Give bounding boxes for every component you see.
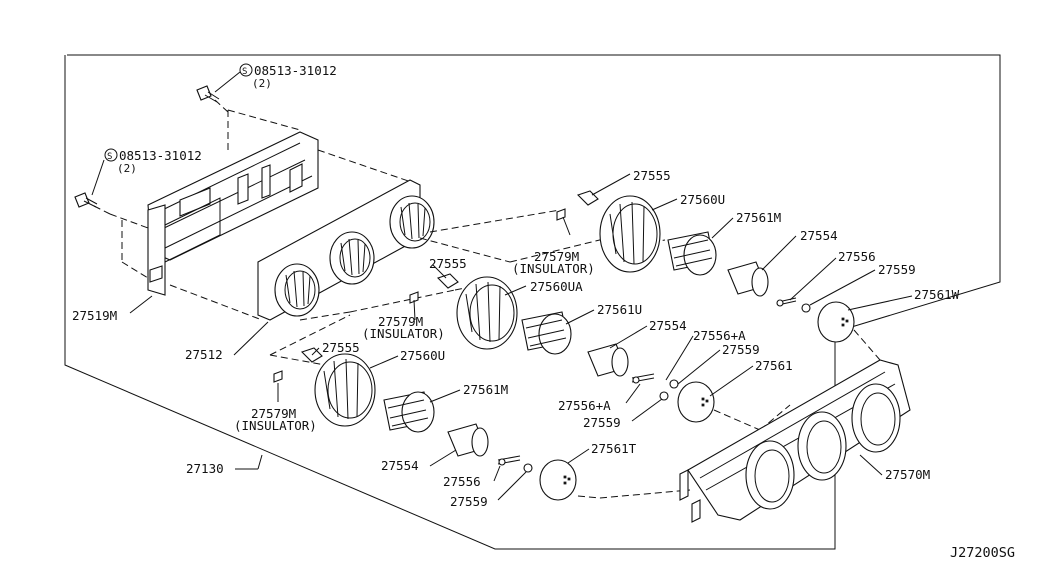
housing-27512 xyxy=(257,179,435,321)
knob-right xyxy=(667,231,717,276)
ring-left xyxy=(314,353,376,427)
diagram-code: J27200SG xyxy=(950,545,1015,561)
label-holder-mid: 27554 xyxy=(649,318,687,333)
label-ring-left: 27560U xyxy=(400,348,445,363)
screw-left xyxy=(74,192,111,215)
label-bracket: 27519M xyxy=(72,308,117,323)
insulator-left xyxy=(273,370,283,383)
label-knob-mid: 27561U xyxy=(597,302,642,317)
screw-top xyxy=(196,85,229,113)
label-spring-mid-a: 27556+A xyxy=(693,328,746,343)
panel-27570m xyxy=(679,359,911,523)
label-cap-left: 27561T xyxy=(591,441,637,456)
holder-mid xyxy=(587,343,629,377)
label-cap-right: 27561W xyxy=(914,287,960,302)
holder-left xyxy=(447,423,489,457)
knob-left xyxy=(383,391,435,433)
clip-mid xyxy=(436,273,459,289)
spring-right xyxy=(776,297,797,307)
ring-mid xyxy=(456,276,518,350)
label-ring-right: 27560U xyxy=(680,192,725,207)
cap-left xyxy=(539,459,577,501)
label-insulator-mid: 27579M xyxy=(378,314,423,329)
bracket-27519m xyxy=(147,131,319,296)
label-panel: 27570M xyxy=(885,467,930,482)
label-spring-right: 27556 xyxy=(838,249,876,264)
label-holder-left: 27554 xyxy=(381,458,419,473)
spring-mid xyxy=(631,373,655,384)
label-ball-right: 27559 xyxy=(878,262,916,277)
leader-lines xyxy=(91,71,913,501)
label-spring-left: 27556 xyxy=(443,474,481,489)
ball-mid-a xyxy=(669,379,679,389)
ring-right xyxy=(599,195,661,273)
screw-top-quantity: (2) xyxy=(252,77,272,90)
holder-right xyxy=(727,261,769,297)
ball-mid-b xyxy=(659,391,669,401)
label-insulator-mid-note: (INSULATOR) xyxy=(362,326,445,341)
insulator-mid xyxy=(409,291,419,304)
label-ball-mid-a: 27559 xyxy=(722,342,760,357)
screw-left-symbol: S xyxy=(107,152,112,162)
label-holder-right: 27554 xyxy=(800,228,838,243)
label-insulator-right-note: (INSULATOR) xyxy=(512,261,595,276)
label-ball-left: 27559 xyxy=(450,494,488,509)
screw-left-part-number: 08513-31012 xyxy=(119,148,202,163)
label-ring-mid: 27560UA xyxy=(530,279,583,294)
label-ball-mid-b: 27559 xyxy=(583,415,621,430)
screw-top-part-number: 08513-31012 xyxy=(254,63,337,78)
label-clip-left: 27555 xyxy=(322,340,360,355)
spring-left xyxy=(497,455,521,466)
ball-right xyxy=(801,303,811,313)
label-frame: 27130 xyxy=(186,461,224,476)
label-housing: 27512 xyxy=(185,347,223,362)
screw-left-quantity: (2) xyxy=(117,162,137,175)
cap-right xyxy=(817,301,855,343)
screw-top-symbol: S xyxy=(242,67,247,77)
label-knob-left: 27561M xyxy=(463,382,508,397)
label-knob-right: 27561M xyxy=(736,210,781,225)
ball-left xyxy=(523,463,533,473)
label-clip-right: 27555 xyxy=(633,168,671,183)
label-insulator-left: 27579M xyxy=(251,406,296,421)
label-insulator-right: 27579M xyxy=(534,249,579,264)
label-insulator-left-note: (INSULATOR) xyxy=(234,418,317,433)
screw-top-label: S 08513-31012 (2) xyxy=(239,63,337,90)
label-spring-mid-b: 27556+A xyxy=(558,398,611,413)
cap-mid xyxy=(677,381,715,423)
label-clip-mid: 27555 xyxy=(429,256,467,271)
label-cap-mid: 27561 xyxy=(755,358,793,373)
knob-mid xyxy=(521,311,572,355)
screw-left-label: S 08513-31012 (2) xyxy=(104,148,202,175)
